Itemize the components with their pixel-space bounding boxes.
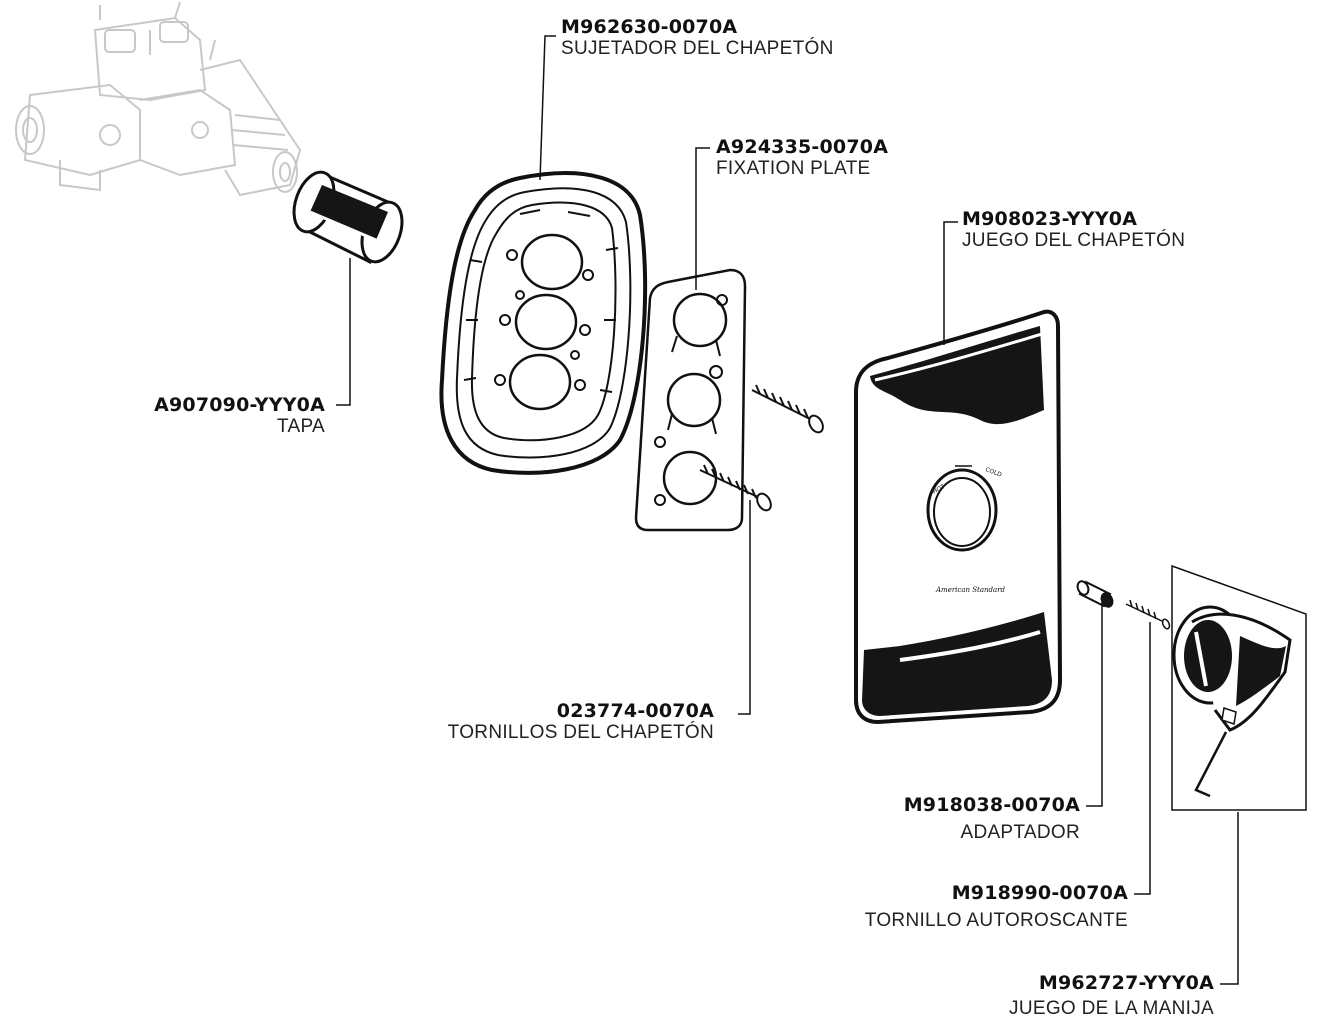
part-description: FIXATION PLATE (716, 158, 871, 179)
part-number: A924335-0070A (716, 136, 889, 158)
fixation-plate-illustration (634, 268, 747, 532)
valve-body-illustration (15, 1, 302, 197)
part-description: JUEGO DE LA MANIJA (1009, 998, 1214, 1019)
part-description: TORNILLO AUTOROSCANTE (864, 910, 1128, 931)
leader-escutcheon-screws (738, 500, 751, 715)
part-label-self-tapping-screw: M918990-0070A TORNILLO AUTOROSCANTE (864, 882, 1128, 931)
leader-fixation-plate (695, 147, 710, 290)
cap-illustration (292, 170, 404, 265)
escutcheon-holder-illustration (439, 171, 648, 475)
part-description: TAPA (276, 416, 325, 437)
part-number: M908023-YYY0A (962, 208, 1138, 230)
part-label-fixation-plate: A924335-0070A FIXATION PLATE (716, 136, 889, 179)
part-label-adapter: M918038-0070A ADAPTADOR (903, 794, 1080, 843)
part-label-handle-kit: M962727-YYY0A JUEGO DE LA MANIJA (1009, 972, 1214, 1019)
escutcheon-plate-illustration: HOT COLD American Standard (854, 309, 1063, 725)
brand-logo-mark: American Standard (935, 586, 1006, 594)
part-description: JUEGO DEL CHAPETÓN (962, 230, 1186, 251)
part-description: SUJETADOR DEL CHAPETÓN (561, 38, 834, 59)
part-label-escutcheon-holder: M962630-0070A SUJETADOR DEL CHAPETÓN (561, 16, 834, 59)
leader-handle-kit (1220, 812, 1239, 985)
part-label-escutcheon-plate: M908023-YYY0A JUEGO DEL CHAPETÓN (962, 208, 1186, 251)
leader-adapter (1086, 602, 1103, 807)
part-number: M918990-0070A (951, 882, 1128, 904)
leader-escutcheon-holder (539, 35, 556, 181)
part-number: M962727-YYY0A (1038, 972, 1214, 994)
leader-self-tapping-screw (1134, 622, 1151, 895)
handle-kit-illustration (1171, 564, 1307, 811)
part-label-cap: A907090-YYY0A TAPA (154, 394, 325, 437)
part-number: M918038-0070A (903, 794, 1080, 816)
leader-escutcheon-plate (943, 221, 958, 345)
part-number: M962630-0070A (561, 16, 738, 38)
escutcheon-screws-illustration (699, 384, 824, 512)
self-tapping-screw-illustration (1125, 599, 1171, 630)
part-label-escutcheon-screws: 023774-0070A TORNILLOS DEL CHAPETÓN (447, 700, 714, 743)
part-description: ADAPTADOR (960, 822, 1080, 843)
part-description: TORNILLOS DEL CHAPETÓN (447, 722, 714, 743)
leader-lines (336, 35, 1239, 985)
part-number: 023774-0070A (556, 700, 714, 722)
leader-cap (336, 258, 351, 406)
part-number: A907090-YYY0A (154, 394, 325, 416)
adapter-illustration (1076, 580, 1114, 608)
